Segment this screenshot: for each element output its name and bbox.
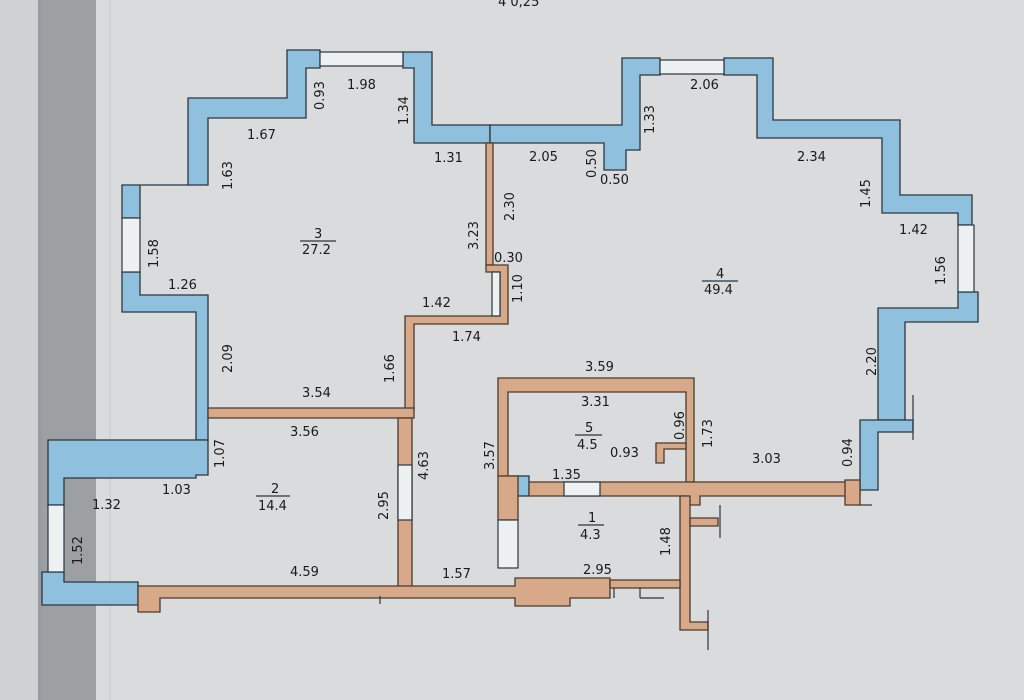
door-room1 — [497, 519, 519, 569]
dim-0.50-vertical: 0.50 — [585, 149, 600, 178]
dim-1.98: 1.98 — [347, 78, 376, 93]
door-room2 — [397, 464, 413, 521]
dim-0.50-horizontal: 0.50 — [600, 173, 629, 188]
dim-1.66: 1.66 — [383, 354, 398, 383]
dim-1.52: 1.52 — [71, 536, 86, 565]
window-room3-top — [319, 51, 404, 67]
dim-2.95-room1: 2.95 — [583, 563, 612, 578]
dim-1.74: 1.74 — [452, 330, 481, 345]
dim-0.94: 0.94 — [841, 438, 856, 467]
dim-2.95-room2: 2.95 — [377, 491, 392, 520]
room-4-area: 49.4 — [704, 283, 733, 298]
room-labels: 3 27.2 4 49.4 2 14.4 5 4.5 1 4.3 — [256, 227, 738, 543]
dim-1.26: 1.26 — [168, 278, 197, 293]
dim-0.93-room5: 0.93 — [610, 446, 639, 461]
dim-2.05: 2.05 — [529, 150, 558, 165]
dim-1.48: 1.48 — [659, 527, 674, 556]
dim-3.57: 3.57 — [483, 441, 498, 470]
interior-walls — [137, 142, 861, 631]
dim-0.93: 0.93 — [313, 81, 328, 110]
dim-1.58: 1.58 — [147, 239, 162, 268]
dim-1.57: 1.57 — [442, 567, 471, 582]
window-room3-left — [121, 217, 141, 273]
wall-top-middle — [489, 57, 661, 171]
wall-room1-right-stub — [689, 517, 719, 527]
door-room5 — [563, 481, 601, 497]
window-room2-left — [47, 504, 65, 573]
dim-1.73: 1.73 — [701, 419, 716, 448]
wall-room5-step — [655, 442, 687, 464]
dim-1.56: 1.56 — [934, 256, 949, 285]
dimension-labels: 0.93 1.98 1.34 1.67 1.63 1.58 1.26 2.09 … — [71, 78, 949, 582]
dim-2.30: 2.30 — [503, 192, 518, 221]
dim-1.03: 1.03 — [162, 483, 191, 498]
room-5-number: 5 — [585, 421, 593, 436]
dim-3.23: 3.23 — [467, 221, 482, 250]
wall-bottom — [137, 577, 611, 613]
dim-4.59: 4.59 — [290, 565, 319, 580]
dim-0.96: 0.96 — [673, 411, 688, 440]
door-openings — [379, 271, 914, 650]
dim-3.54: 3.54 — [302, 386, 331, 401]
room-4-number: 4 — [716, 267, 724, 282]
dim-2.20: 2.20 — [865, 347, 880, 376]
dim-3.03: 3.03 — [752, 452, 781, 467]
dim-0.30: 0.30 — [494, 251, 523, 266]
room-5-area: 4.5 — [577, 438, 598, 453]
wall-room3-top-left — [121, 49, 321, 219]
dim-1.33: 1.33 — [643, 105, 658, 134]
room-3-number: 3 — [314, 227, 322, 242]
header-fragment: 4 0,25 — [498, 0, 539, 10]
room-2-area: 14.4 — [258, 499, 287, 514]
wall-3-4-upper — [485, 142, 494, 266]
dim-1.07: 1.07 — [213, 439, 228, 468]
room-1-area: 4.3 — [580, 528, 601, 543]
niche-shaft — [491, 271, 501, 317]
room-3-area: 27.2 — [302, 243, 331, 258]
wall-3-2 — [207, 407, 415, 419]
dim-3.56: 3.56 — [290, 425, 319, 440]
dim-1.31: 1.31 — [434, 151, 463, 166]
page-edge-left — [0, 0, 42, 700]
dim-1.63: 1.63 — [221, 161, 236, 190]
dim-2.34: 2.34 — [797, 150, 826, 165]
dim-1.35: 1.35 — [552, 468, 581, 483]
dim-1.42-room4: 1.42 — [899, 223, 928, 238]
dim-1.10: 1.10 — [511, 274, 526, 303]
dim-1.45: 1.45 — [859, 179, 874, 208]
window-room4-top — [659, 59, 725, 75]
dim-1.67: 1.67 — [247, 128, 276, 143]
dim-1.32: 1.32 — [92, 498, 121, 513]
wall-room1-left — [497, 475, 519, 521]
room-1-number: 1 — [588, 511, 596, 526]
dim-1.34: 1.34 — [397, 96, 412, 125]
dim-4.63: 4.63 — [417, 451, 432, 480]
dim-2.09: 2.09 — [221, 344, 236, 373]
dim-3.31: 3.31 — [581, 395, 610, 410]
dim-1.42-room3: 1.42 — [422, 296, 451, 311]
room-2-number: 2 — [271, 482, 279, 497]
wall-room1-bottom — [609, 579, 681, 589]
wall-corridor-end — [844, 479, 861, 506]
windows — [47, 51, 975, 573]
dim-3.59: 3.59 — [585, 360, 614, 375]
dim-2.06: 2.06 — [690, 78, 719, 93]
window-room4-right — [957, 224, 975, 293]
